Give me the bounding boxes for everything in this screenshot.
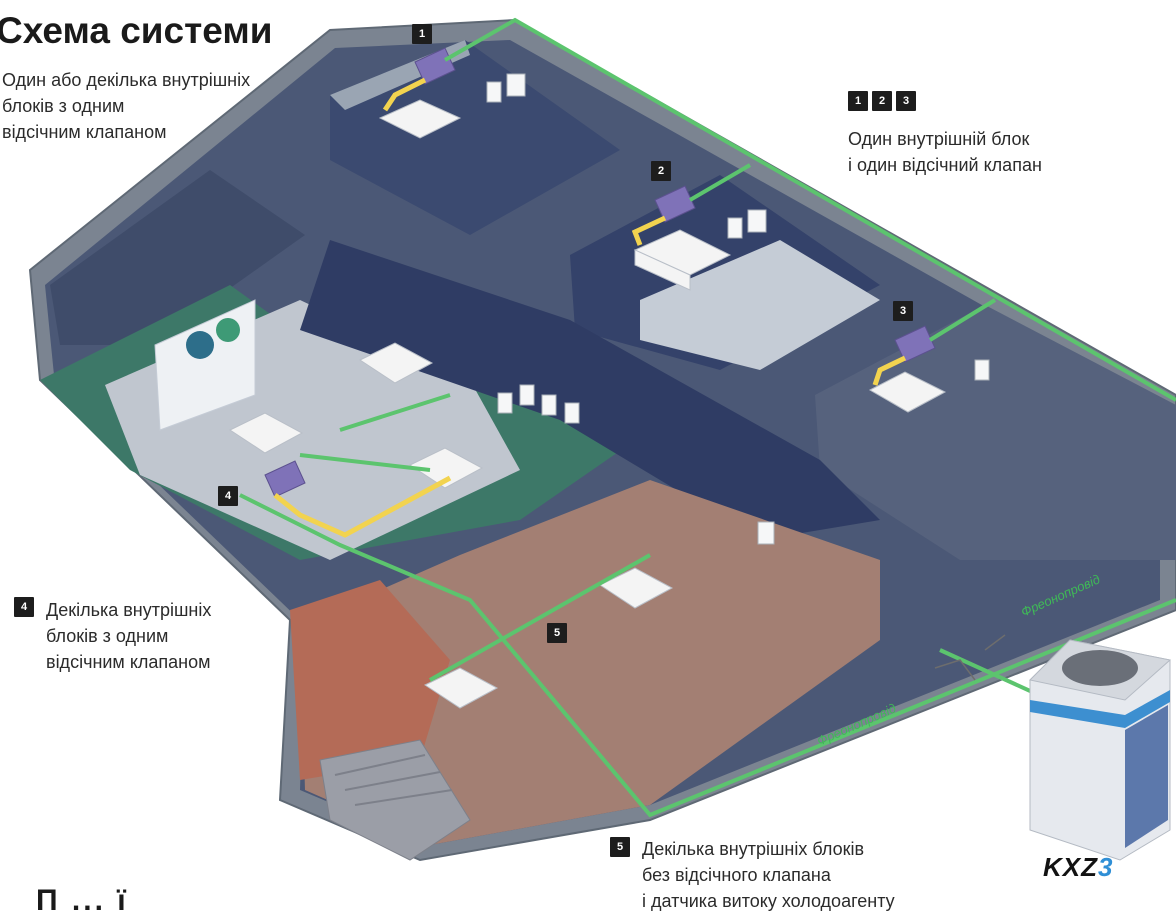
office-room-2-floor	[640, 240, 880, 370]
description-line: Декілька внутрішніх блоків	[642, 839, 865, 859]
cassette-unit-room-2	[633, 229, 732, 291]
pipe-arrows	[934, 634, 1006, 681]
lobby-lounge	[290, 580, 450, 780]
cassette-units-room-4	[228, 342, 484, 489]
badge: 2	[872, 91, 892, 111]
storage-room	[50, 170, 305, 345]
valve-boxes	[264, 47, 936, 498]
outdoor-unit	[1028, 639, 1172, 861]
badge: 4	[218, 486, 238, 506]
bottom-badge: 5	[610, 837, 634, 857]
left-badge: 4	[14, 597, 38, 617]
cassette-unit-room-1	[378, 99, 462, 139]
top-left-description: Один або декілька внутрішніх блоків з од…	[2, 67, 250, 145]
badge: 3	[893, 301, 913, 321]
lobby-floor	[300, 480, 880, 845]
description-line: блоків з одним	[46, 626, 169, 646]
badge: 5	[610, 837, 630, 857]
badge: 1	[848, 91, 868, 111]
office-room-3	[815, 305, 1176, 560]
badge: 2	[651, 161, 671, 181]
description-line: і датчика витоку холодоагенту	[642, 891, 895, 911]
cassette-unit-room-3	[868, 371, 947, 413]
top-right-description: Один внутрішній блок і один відсічний кл…	[848, 126, 1042, 178]
description-line: без відсічного клапана	[642, 865, 831, 885]
whiteboard-pie-2	[216, 318, 240, 342]
description-line: блоків з одним	[2, 96, 125, 116]
badge: 3	[896, 91, 916, 111]
badge: 1	[412, 24, 432, 44]
description-line: Один або декілька внутрішніх	[2, 70, 251, 90]
bottom-title: П ... ї	[36, 884, 129, 917]
brand-accent: 3	[1098, 852, 1114, 882]
wall-controllers	[486, 73, 990, 545]
room-badge-2: 2	[651, 161, 675, 181]
room-badge-3: 3	[893, 301, 917, 321]
room-badge-5: 5	[547, 623, 571, 643]
valve-pipes	[273, 77, 907, 538]
description-line: Декілька внутрішніх	[46, 600, 212, 620]
whiteboard-pie-1	[186, 331, 214, 359]
description-line: Один внутрішній блок	[848, 129, 1030, 149]
brand-logo: KXZ3	[1043, 852, 1113, 883]
cassette-units-room-5	[423, 567, 674, 709]
outdoor-unit-fan	[1062, 650, 1138, 686]
badge: 5	[547, 623, 567, 643]
page-title: Схема системи	[0, 10, 273, 51]
left-description: Декілька внутрішніх блоків з одним відсі…	[46, 597, 211, 675]
refrigerant-pipe	[239, 17, 1176, 818]
brand-main: KXZ	[1043, 852, 1098, 882]
description-line: і один відсічний клапан	[848, 155, 1042, 175]
room-badge-4: 4	[218, 486, 242, 506]
room-badge-1: 1	[412, 24, 436, 44]
bottom-description: Декілька внутрішніх блоків без відсічног…	[642, 836, 895, 914]
badge: 4	[14, 597, 34, 617]
description-line: відсічним клапаном	[46, 652, 211, 672]
corridor	[300, 240, 880, 540]
description-line: відсічним клапаном	[2, 122, 167, 142]
